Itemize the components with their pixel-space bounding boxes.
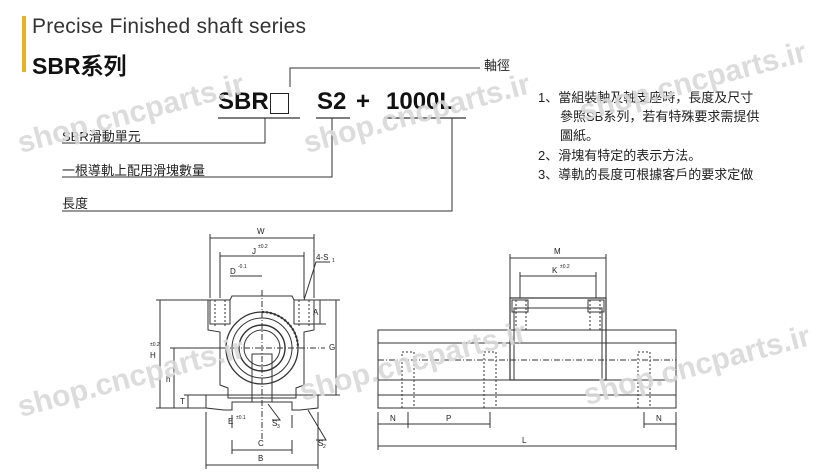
dim-N-right: N <box>656 414 662 423</box>
dim-K: K <box>552 266 558 275</box>
page-title-en: Precise Finished shaft series <box>32 15 307 38</box>
dim-D-tol: -0.1 <box>238 264 247 270</box>
dim-H: H <box>150 351 156 360</box>
label-count: 一根導軌上配用滑塊數量 <box>62 163 206 178</box>
dim-E-tol: ±0.1 <box>236 415 246 421</box>
code-placeholder-box <box>270 93 289 114</box>
dim-J-tol: ±0.2 <box>258 244 268 250</box>
code-length: 1000L <box>386 88 455 115</box>
dim-G: G <box>329 343 335 352</box>
dim-P: P <box>446 414 451 423</box>
label-unit: SBR滑動單元 <box>62 129 141 144</box>
dim-S3: S <box>272 419 277 428</box>
dim-T: T <box>180 397 185 406</box>
code-prefix: SBR <box>218 88 269 115</box>
dim-A: A <box>313 308 319 317</box>
dim-W: W <box>257 227 265 236</box>
front-view <box>156 234 340 469</box>
dim-B: B <box>258 454 263 463</box>
leader-length <box>62 118 453 212</box>
dim-C: C <box>258 439 264 448</box>
note-line-5: 3、導軌的長度可根據客戶的要求定做 <box>538 167 754 182</box>
dim-S3-sub: 3 <box>277 424 280 430</box>
dim-L: L <box>522 436 527 445</box>
accent-bar <box>22 16 26 72</box>
code-plus: + <box>356 88 371 115</box>
dim-S1-sub: 1 <box>332 258 335 264</box>
dim-E: E <box>228 417 233 426</box>
page-title-cn: SBR系列 <box>32 53 127 79</box>
dim-S2: S <box>318 439 323 448</box>
dim-h: h <box>166 375 170 384</box>
leader-shaft-dia <box>289 67 480 87</box>
dim-J: J <box>252 247 256 256</box>
code-shaft: S2 <box>317 88 347 115</box>
dim-N-left: N <box>390 414 396 423</box>
label-length: 長度 <box>62 196 89 211</box>
leader-unit <box>62 118 266 144</box>
dim-S1: 4-S <box>316 253 328 262</box>
dim-S2-sub: 2 <box>323 444 326 450</box>
note-line-3: 圖紙。 <box>560 128 600 143</box>
dim-H-tol: ±0.2 <box>150 342 160 348</box>
note-line-4: 2、滑塊有特定的表示方法。 <box>538 148 702 163</box>
dim-D: D <box>230 267 236 276</box>
dim-M: M <box>554 247 561 256</box>
dim-K-tol: ±0.2 <box>560 264 570 270</box>
side-view <box>377 254 677 450</box>
leader-count <box>62 118 333 178</box>
note-line-2: 參照SB系列，若有特殊要求需提供 <box>560 109 760 124</box>
note-line-1: 1、當組裝軸及軸支座時，長度及尺寸 <box>538 90 754 105</box>
label-shaft-dia: 軸徑 <box>484 58 511 73</box>
